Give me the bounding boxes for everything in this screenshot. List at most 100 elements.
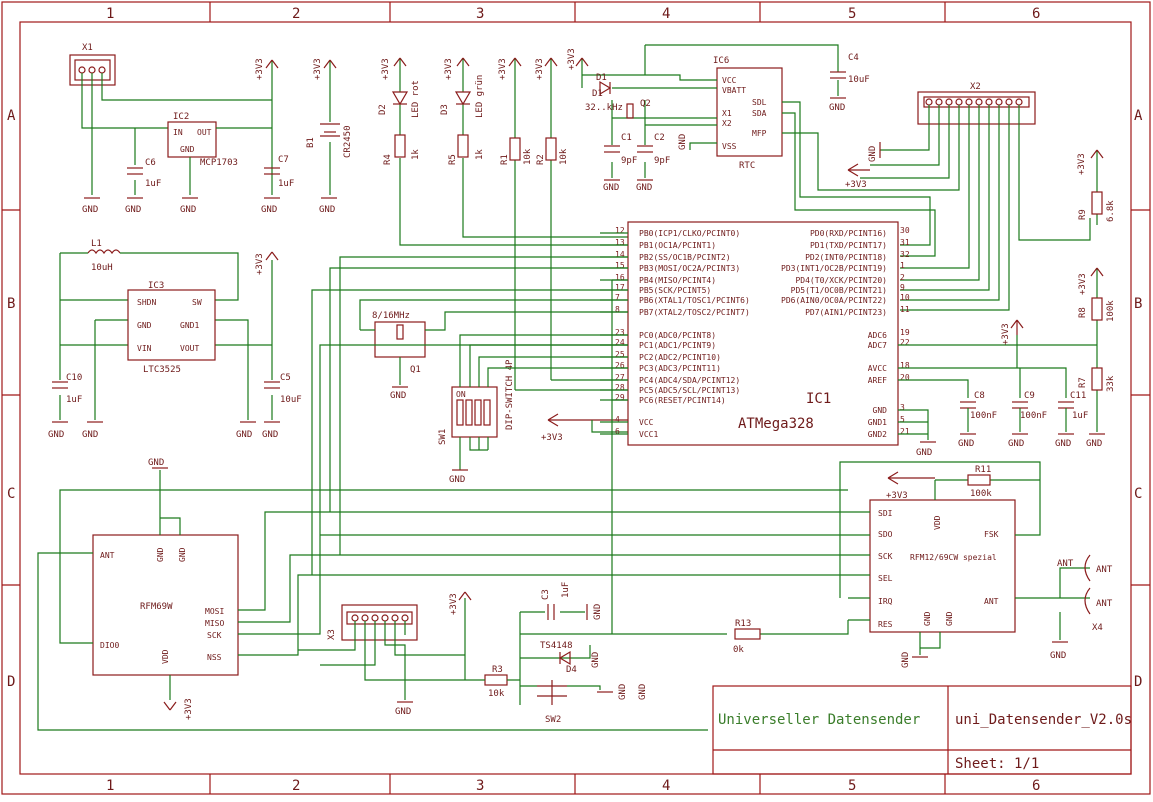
row-label-a: A (7, 108, 16, 124)
x3-isp-header: X3 (327, 604, 418, 641)
ic6-pin-vss: VSS (722, 142, 737, 151)
ic6-pin-mfp: MFP (752, 129, 767, 138)
r1-r2-pullups: +3V3 +3V3 R1 10k R2 10k (498, 57, 569, 390)
gnd-label: GND (1008, 439, 1024, 449)
ic1-right-pin-number: 22 (900, 338, 910, 347)
rfm69-pin-vdd: VDD (161, 649, 170, 664)
vcc-label: +3V3 (313, 58, 323, 80)
ic1-left-pin-label: PC6(RESET/PCINT14) (639, 396, 726, 405)
rfm12-pin-sel: SEL (878, 574, 893, 583)
title-block: Universeller Datensender uni_Datensender… (712, 685, 1132, 775)
gnd-label: GND (82, 205, 98, 215)
ic1-left-pin-label: PB1(OC1A/PCINT1) (639, 241, 716, 250)
rfm69-pin-ant: ANT (100, 551, 115, 560)
d2-led-red: +3V3 D2 LED rot R4 1k (378, 57, 628, 246)
col-label-3: 3 (476, 6, 484, 22)
r8-ref: R8 (1078, 307, 1088, 318)
vcc-label: +3V3 (444, 58, 454, 80)
c6-capacitor: C6 1uF (127, 158, 161, 189)
col-label-3-bottom: 3 (476, 778, 484, 794)
filename-text: uni_Datensender_V2.0s (955, 712, 1132, 728)
vcc-label: +3V3 (535, 58, 545, 80)
ic1-right-pin-number: 1 (900, 261, 905, 270)
c10-val: 1uF (66, 395, 82, 405)
c7-capacitor: C7 1uF (264, 155, 294, 189)
c4-capacitor: C4 10uF GND (829, 53, 870, 113)
rfm69-pin-nss: NSS (207, 653, 222, 662)
x4-ref: X4 (1092, 623, 1103, 633)
col-label-1: 1 (106, 6, 114, 22)
r7-val: 33k (1106, 375, 1116, 392)
ic3-pin-vin: VIN (137, 344, 152, 353)
c4-val: 10uF (848, 75, 870, 85)
c4-ref: C4 (848, 53, 859, 63)
x2-connector: X2 (917, 82, 1036, 125)
vcc-label: +3V3 (1078, 273, 1088, 295)
rfm69w-module: RFM69W ANT DIO0 GND GND MOSI MISO SCK NS… (92, 534, 239, 676)
ic1-right-pin-label: PD3(INT1/OC2B/PCINT19) (781, 264, 887, 273)
b1-ref: B1 (306, 137, 316, 148)
r8-r7-divider: +3V3 R8 100k R7 33k GND (1078, 267, 1116, 449)
col-label-1-bottom: 1 (106, 778, 114, 794)
x2-label: X2 (970, 82, 981, 92)
sw1-on-label: ON (456, 390, 466, 399)
vcc-label: +3V3 (886, 491, 908, 501)
vcc-label: +3V3 (255, 253, 265, 275)
vcc-arrow-ic1: +3V3 (541, 413, 628, 443)
gnd-label: GND (261, 205, 277, 215)
ic2-in-pin: IN (173, 128, 183, 137)
gnd-label: GND (1086, 439, 1102, 449)
rfm12-pin-irq: IRQ (878, 597, 893, 606)
c8-ref: C8 (974, 391, 985, 401)
row-label-c-right: C (1134, 486, 1142, 502)
ic1-left-pin-label: PC3(ADC3/PCINT11) (639, 364, 721, 373)
r13-resistor: R13 0k (733, 619, 761, 655)
ic6-pin-x2: X2 (722, 119, 732, 128)
c5-ref: C5 (280, 373, 291, 383)
ic6-pin-vbatt: VBATT (722, 86, 746, 95)
ic1-left-pin-number: 24 (615, 338, 625, 347)
b1-battery: +3V3 B1 CR2450 (306, 58, 353, 195)
rfm12-pin-sdi: SDI (878, 509, 893, 518)
ic6-pin-sdl: SDL (752, 98, 767, 107)
gnd-label: GND (390, 391, 406, 401)
gnd-label: GND (591, 652, 601, 668)
col-label-4-bottom: 4 (662, 778, 670, 794)
ic2-ref: IC2 (173, 112, 189, 122)
sw2-ref: SW2 (545, 715, 561, 725)
sheet-text: Sheet: 1/1 (955, 756, 1039, 772)
ic3-pin-vout: VOUT (180, 344, 199, 353)
ic1-right-pin-label: AREF (868, 376, 887, 385)
col-label-4: 4 (662, 6, 670, 22)
ic1-right-pin-number: 31 (900, 238, 910, 247)
row-label-d: D (7, 674, 15, 690)
vcc-label: +3V3 (845, 180, 867, 190)
ic2-part: MCP1703 (200, 158, 238, 168)
ic1-left-pin-number: 6 (615, 427, 620, 436)
row-label-b-right: B (1134, 296, 1142, 312)
ic1-right-pin-number: 19 (900, 328, 910, 337)
q1-val: 8/16MHz (372, 311, 410, 321)
d3-ref: D3 (440, 104, 450, 115)
ic1-right-pin-number: 11 (900, 305, 910, 314)
gnd-label: GND (1055, 439, 1071, 449)
ic1-gnd-sym: GND (916, 441, 936, 458)
c11-capacitor: C11 1uF GND (1055, 391, 1088, 449)
ic3-part: LTC3525 (143, 365, 181, 375)
rfm12-pin-gnd-a: GND (923, 611, 932, 626)
ic1-left-pin-number: 27 (615, 373, 625, 382)
ic6-rtc: IC6 VCC VBATT X1 X2 VSS SDL SDA MFP RTC (713, 56, 783, 171)
ic1-right-pin-label: PD1(TXD/PCINT17) (810, 241, 887, 250)
l1-val: 10uH (91, 263, 113, 273)
col-label-5-bottom: 5 (848, 778, 856, 794)
rfm12-pin-gnd-b: GND (945, 611, 954, 626)
r9-val: 6.8k (1106, 200, 1116, 222)
l1-ref: L1 (91, 239, 102, 249)
r13-ref: R13 (735, 619, 751, 629)
c9-ref: C9 (1024, 391, 1035, 401)
c7-val: 1uF (278, 179, 294, 189)
rfm69-ref: RFM69W (140, 602, 173, 612)
gnd-label: GND (678, 134, 688, 150)
rfm69-pin-miso: MISO (205, 619, 224, 628)
ic1-right-pin-number: 18 (900, 361, 910, 370)
